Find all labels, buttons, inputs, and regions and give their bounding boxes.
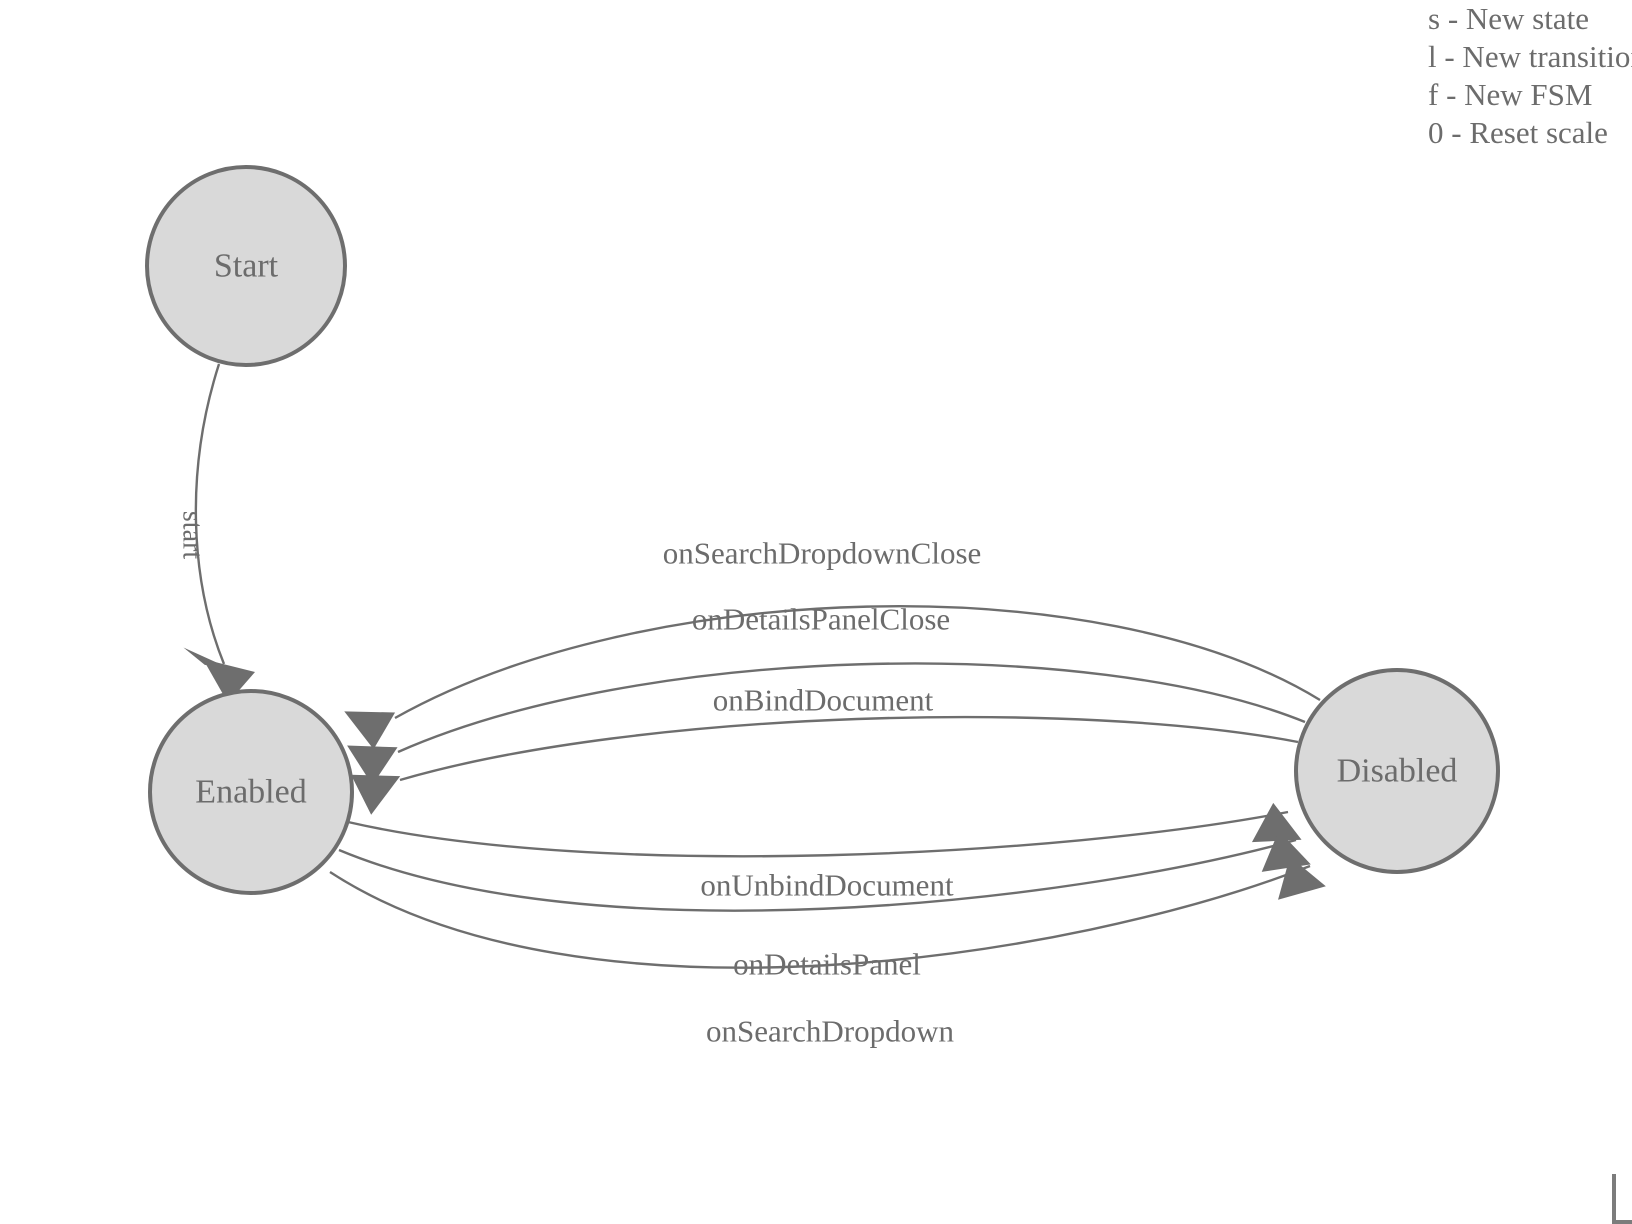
state-node-enabled[interactable]: Enabled bbox=[148, 689, 354, 895]
state-label: Disabled bbox=[1337, 753, 1458, 790]
help-line-new-state: s - New state bbox=[1428, 1, 1589, 36]
state-label: Start bbox=[214, 248, 279, 285]
transition-label: onBindDocument bbox=[713, 683, 934, 718]
help-line-reset-scale: 0 - Reset scale bbox=[1428, 115, 1608, 150]
arrowhead-icon bbox=[344, 711, 396, 750]
transition-onDetailsPanelClose[interactable]: onDetailsPanelClose bbox=[347, 602, 1306, 788]
transition-onSearchDropdown[interactable]: onSearchDropdown bbox=[329, 848, 1326, 1049]
arrowhead-icon-fill bbox=[203, 659, 255, 703]
state-circle[interactable] bbox=[1294, 668, 1500, 874]
arrowhead-icon bbox=[347, 745, 398, 786]
transition-label: start bbox=[177, 511, 208, 559]
state-circle[interactable] bbox=[145, 165, 347, 367]
edge-path bbox=[397, 662, 1306, 754]
edge-path bbox=[338, 838, 1297, 912]
transition-label: onSearchDropdownClose bbox=[663, 536, 982, 571]
edge-path bbox=[194, 363, 226, 665]
edge-path bbox=[394, 605, 1321, 720]
transition-onSearchDropdownClose[interactable]: onSearchDropdownClose bbox=[344, 536, 1321, 753]
keyboard-shortcut-help: s - New state l - New transition f - New… bbox=[1428, 0, 1632, 170]
transition-label: onSearchDropdown bbox=[706, 1014, 954, 1049]
transition-onBindDocument[interactable]: onBindDocument bbox=[351, 683, 1299, 816]
arrowhead-icon bbox=[1278, 856, 1326, 900]
transition-label: onUnbindDocument bbox=[700, 868, 954, 903]
transition-onDetailsPanel[interactable]: onDetailsPanel bbox=[338, 824, 1311, 982]
panel-corner-frame bbox=[1612, 1174, 1632, 1224]
transition-onUnbindDocument[interactable]: onUnbindDocument bbox=[347, 799, 1302, 903]
transition-label: onDetailsPanelClose bbox=[692, 602, 950, 637]
edge-path bbox=[329, 864, 1311, 969]
arrowhead-icon bbox=[1251, 802, 1302, 843]
help-line-new-fsm: f - New FSM bbox=[1428, 77, 1593, 112]
state-node-start[interactable]: Start bbox=[145, 165, 347, 367]
edge-path bbox=[399, 715, 1299, 782]
state-node-disabled[interactable]: Disabled bbox=[1294, 668, 1500, 874]
arrowhead-icon bbox=[351, 774, 401, 815]
state-circle[interactable] bbox=[148, 689, 354, 895]
edge-path bbox=[347, 810, 1289, 858]
arrowhead-icon bbox=[1261, 830, 1311, 872]
state-label: Enabled bbox=[195, 774, 306, 811]
help-line-new-transition: l - New transition bbox=[1428, 39, 1632, 74]
transition-start[interactable]: start bbox=[177, 363, 256, 703]
